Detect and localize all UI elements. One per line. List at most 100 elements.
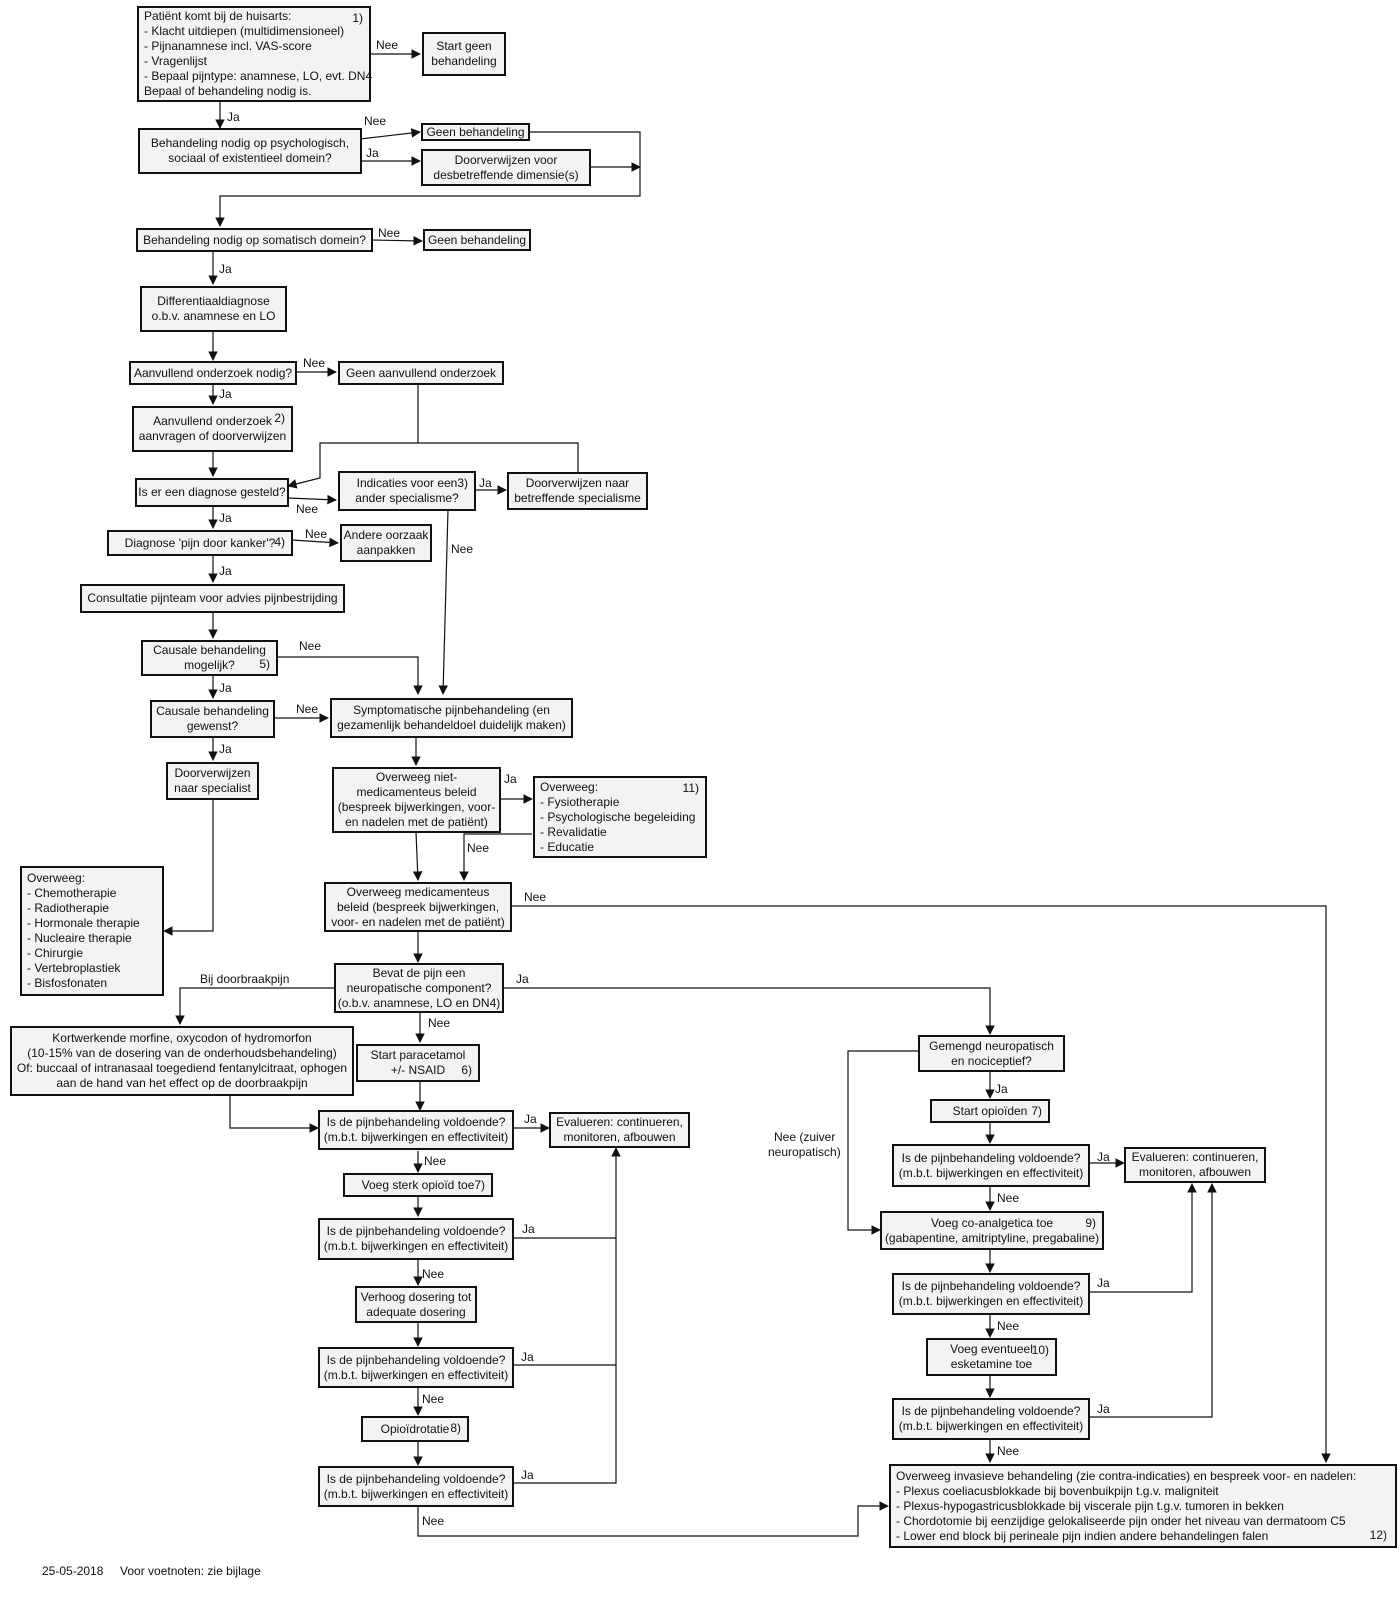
edge-label: Nee [451,542,474,556]
box-text-line: medicamenteus beleid [356,785,477,799]
aanvullend-nodig-box: Aanvullend onderzoek nodig? [129,361,297,385]
box-text-line: - Educatie [540,839,595,854]
box-text-line: Andere oorzaak [343,528,429,542]
connector [175,987,334,1025]
edge-label: Bij doorbraakpijn [200,972,290,986]
box-text-line: - Bisfosfonaten [27,976,108,990]
edge-label: Nee [303,356,326,370]
connector [412,831,423,881]
box-text-line: - Bepaal pijntype: anamnese, LO, evt. DN… [144,69,373,83]
box-text-line: Start paracetamol [370,1048,466,1062]
footnote-marker: 9) [1085,1216,1096,1230]
box-text-line: - Fysiotherapie [540,794,620,809]
box-text-line: (gabapentine, amitriptyline, pregabaline… [884,1230,1100,1245]
edge-label: Ja [521,1468,534,1482]
box-text-line: Geen aanvullend onderzoek [345,365,497,380]
connector [847,1050,918,1235]
connector [229,1096,319,1133]
patient-box: Patiënt komt bij de huisarts:- Klacht ui… [137,6,373,102]
edge-label: Ja [219,511,232,525]
connector [287,494,337,505]
edge-label: Ja [219,742,232,756]
footnote-marker: 12) [1369,1528,1387,1542]
box-text-line: (o.b.v. anamnese, LO en DN4) [337,995,501,1010]
edge-label: Nee [422,1267,445,1281]
box-text-line: behandeling [431,54,497,68]
box-text-line: - Chemotherapie [27,886,117,900]
box-text-line: Verhoog dosering tot [360,1289,472,1304]
edge-label: Nee [378,226,401,240]
box-text-line: Kortwerkende morfine, oxycodon of hydrom… [52,1031,312,1045]
box-text-line: Voeg sterk opioïd toe [361,1177,475,1192]
box-text-line: sociaal of existentieel domein? [168,151,332,165]
connector [291,537,339,548]
box-text-line: Behandeling nodig op somatisch domein? [143,232,366,247]
footnote-marker: 7) [474,1178,485,1192]
kortwerkend-box: Kortwerkende morfine, oxycodon of hydrom… [10,1026,354,1096]
connector [287,442,579,490]
box-text-line: - Lower end block bij perineale pijn ind… [896,1528,1269,1543]
geen-aanvullend-box: Geen aanvullend onderzoek [338,361,504,385]
box-text-line: Doorverwijzen voor [454,152,558,167]
box-text-line: Overweeg: [27,871,86,885]
box-text-line: neuropatische component? [346,980,492,995]
connector [459,833,532,881]
box-text-line: (10-15% van de dosering van de onderhoud… [27,1046,337,1060]
edge-label: Nee [305,527,328,541]
box-text-line: (m.b.t. bijwerkingen en effectiviteit) [898,1165,1084,1180]
box-text-line: - Psychologische begeleiding [540,809,696,824]
box-text-line: - Plexus coeliacusblokkade bij bovenbuik… [896,1483,1219,1498]
box-text-line: Doorverwijzen naar [525,476,630,490]
box-text-line: Is de pijnbehandeling voldoende? [901,1404,1081,1418]
edge-label: Nee [422,1514,445,1528]
footnote-marker: 3) [457,476,468,490]
connector [1090,1183,1197,1293]
box-text-line: - Radiotherapie [27,901,110,915]
box-text-line: gezamenlijk behandeldoel duidelijk maken… [337,718,566,732]
footnote-marker: 5) [259,657,270,671]
box-text-line: Evalueren: continueren, [556,1115,683,1129]
box-text-line: Behandeling nodig op psychologisch, [150,136,350,150]
connector [512,905,1331,1463]
box-text-line: (m.b.t. bijwerkingen en effectiviteit) [323,1486,509,1501]
psych-domain-box: Behandeling nodig op psychologisch,socia… [138,128,362,174]
box-text-line: Patiënt komt bij de huisarts: [144,9,292,23]
box-text-line: - Chordotomie bij eenzijdige gelokalisee… [896,1513,1346,1528]
box-text-line: monitoren, afbouwen [1138,1165,1252,1179]
box-text-line: (m.b.t. bijwerkingen en effectiviteit) [323,1239,509,1253]
edge-label: Nee [296,502,319,516]
edge-label: Ja [522,1222,535,1236]
co-analgetica-box: Voeg co-analgetica toe(gabapentine, amit… [880,1211,1104,1250]
box-text-line: +/- NSAID [390,1063,446,1077]
box-text-line: Causale behandeling [156,704,269,718]
edge-label: Nee [364,114,387,128]
connector [417,1501,889,1537]
box-text-line: Of: buccaal of intranasaal toegediend fe… [16,1061,348,1075]
box-text-line: Start opioïden [952,1103,1028,1118]
box-text-line: Aanvullend onderzoek [153,414,272,428]
edge-label: Ja [1097,1276,1110,1290]
footnote-marker: 10) [1031,1343,1049,1357]
box-text-line: Consultatie pijnteam voor advies pijnbes… [87,591,338,605]
box-text-line: Is er een diagnose gesteld? [138,485,286,499]
connector [371,236,423,246]
niet-medicamenteus-box: Overweeg niet-medicamenteus beleid(bespr… [332,767,501,833]
edge-label: Ja [995,1082,1008,1096]
somatisch-domain-box: Behandeling nodig op somatisch domein? [136,228,373,252]
pijn-door-kanker-box: Diagnose 'pijn door kanker'?4) [107,530,293,556]
box-text-line: Causale behandeling [153,643,266,657]
edge-label: neuropatisch) [768,1145,841,1159]
box-text-line: o.b.v. anamnese en LO [151,309,276,323]
box-text-line: Voeg co-analgetica toe [930,1215,1054,1230]
box-text-line: Evalueren: continueren, [1131,1150,1259,1164]
edge-label: Nee [296,702,319,716]
voldoende-box-2: Is de pijnbehandeling voldoende?(m.b.t. … [318,1218,514,1260]
